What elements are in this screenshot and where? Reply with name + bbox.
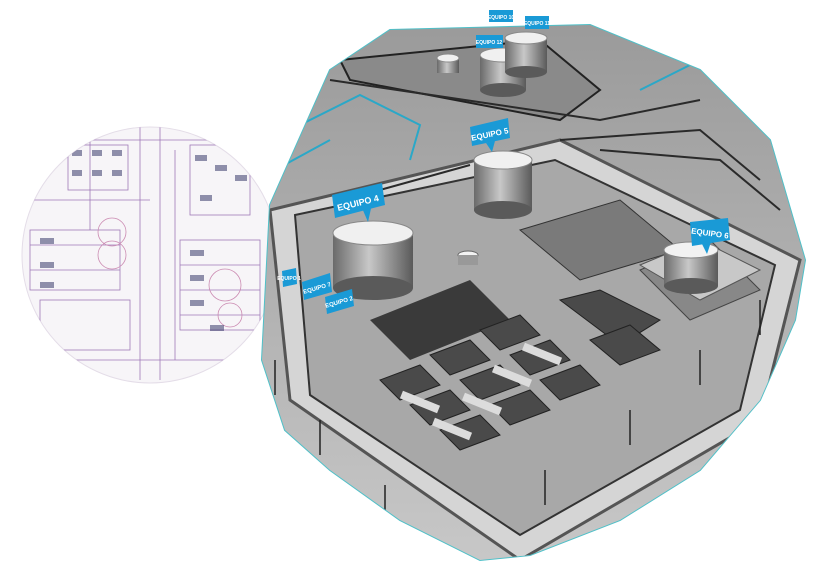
equipment-tag-label: EQUIPO 11 (524, 21, 550, 27)
tank-large-left (332, 220, 414, 300)
equipment-tag-label: EQUIPO 12 (476, 40, 503, 46)
equipment-tags: EQUIPO 10 EQUIPO 11 EQUIPO 12 EQUIPO 5 E… (277, 10, 730, 314)
equipment-tag-label: EQUIPO 1 (277, 276, 301, 282)
tank-back-3 (436, 53, 460, 73)
equipment-tag[interactable]: EQUIPO 10 (488, 10, 515, 22)
tank-back-2 (504, 31, 548, 78)
equipment-tag[interactable]: EQUIPO 2 (325, 289, 355, 314)
equipment-tag[interactable]: EQUIPO 7 (302, 273, 332, 300)
tank-right (638, 239, 762, 301)
blueprint-drawing (21, 126, 279, 384)
equipment-tag[interactable]: EQUIPO 12 (476, 35, 503, 48)
equipment-tag[interactable]: EQUIPO 5 (470, 118, 510, 152)
equipment-tag[interactable]: EQUIPO 11 (524, 16, 550, 29)
plant-3d-render (260, 23, 807, 562)
tank-center (473, 150, 533, 219)
equipment-tag[interactable]: EQUIPO 6 (690, 218, 730, 254)
equipment-tag[interactable]: EQUIPO 4 (332, 183, 385, 222)
equipment-tag[interactable]: EQUIPO 1 (277, 268, 301, 287)
equipment-tag-label: EQUIPO 10 (488, 15, 515, 21)
